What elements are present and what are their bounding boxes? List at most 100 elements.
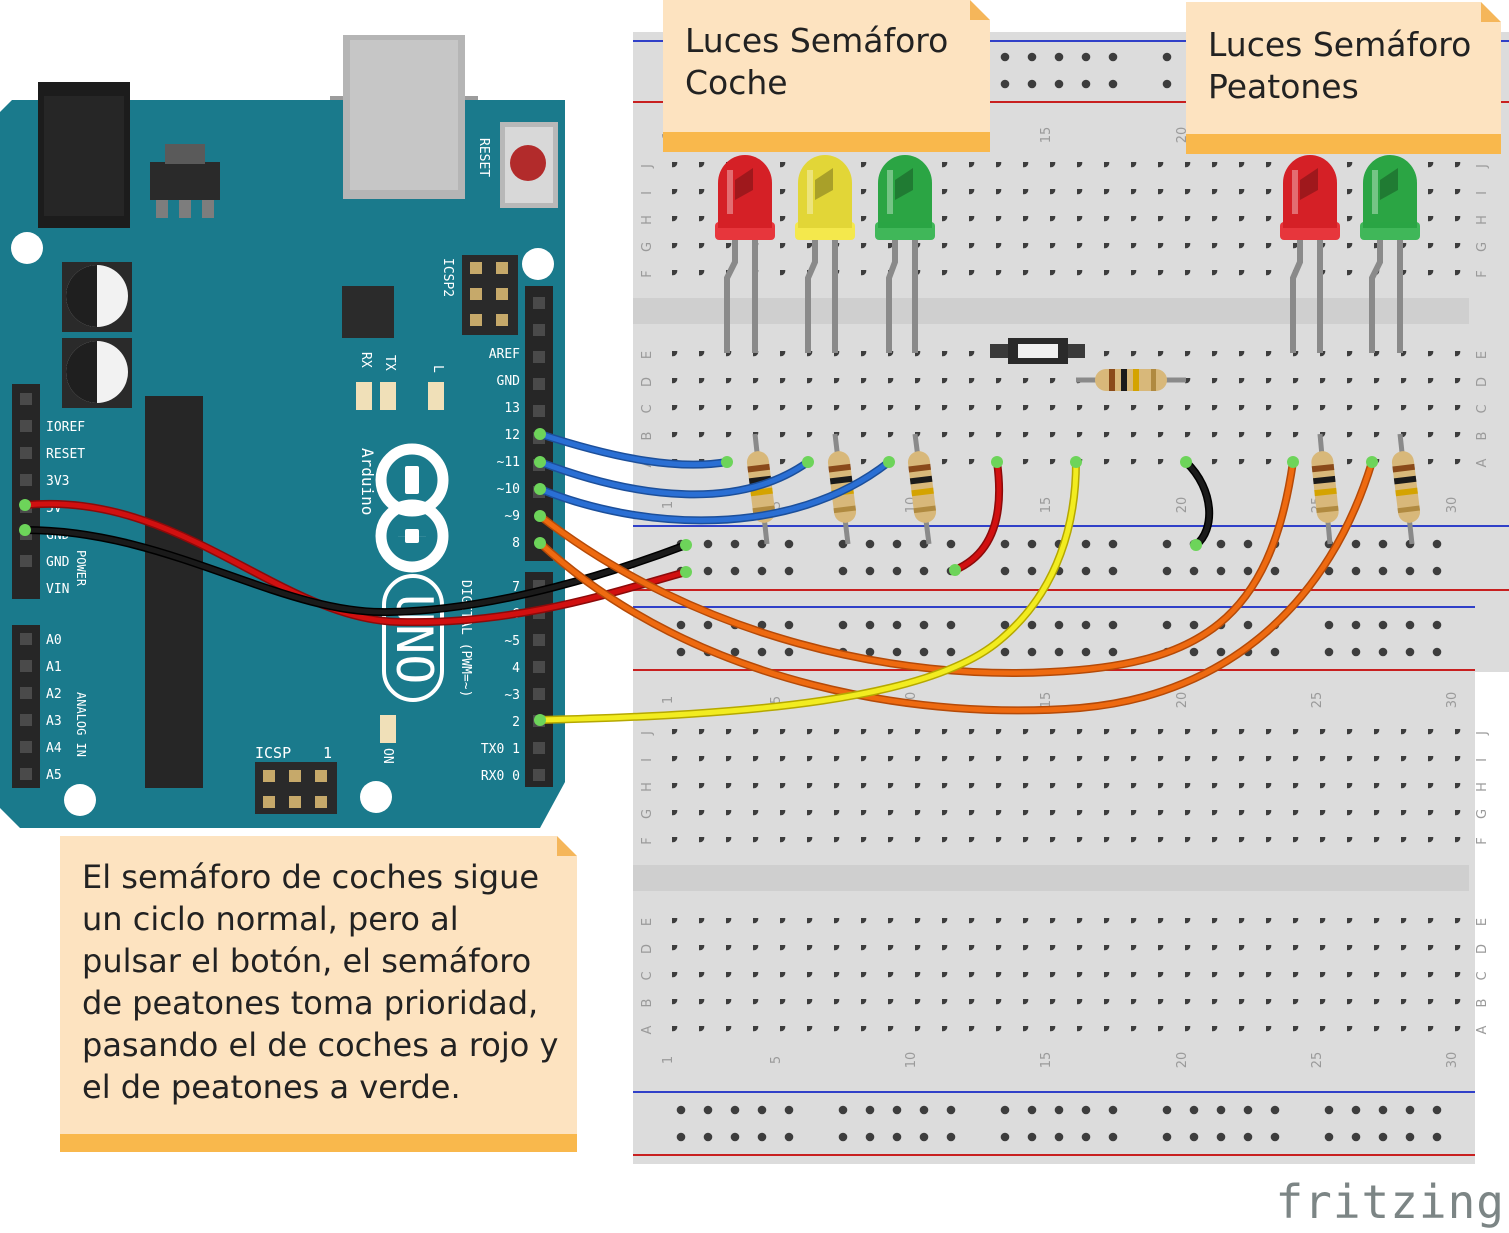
row-letter: H [1475,215,1490,225]
column-number: 1 [661,696,676,704]
row-letter: B [640,432,655,441]
note-pedestrian-lights: Luces Semáforo Peatones [1186,2,1501,154]
digital-pin-label: ~3 [504,688,520,703]
row-letter: G [640,242,655,252]
resistor-pedestrian-green [1391,451,1421,523]
row-letter: D [640,944,655,954]
column-number: 20 [1175,692,1190,709]
row-letter: D [1475,377,1490,387]
digital-pin-label: 2 [512,715,520,730]
row-letter: C [640,971,655,980]
digital-pin-label: 13 [504,401,520,416]
row-letter: G [1475,242,1490,252]
atmega-chip [145,396,203,788]
row-letter: A [1475,458,1490,467]
tx-label: TX [382,355,397,371]
row-letter: H [640,782,655,792]
power-label: POWER [74,550,88,587]
column-number: 5 [769,501,784,509]
digital-pin-label: ~10 [497,482,520,497]
column-number: 30 [1445,692,1460,709]
column-number: 30 [1445,497,1460,514]
column-number: 5 [769,696,784,704]
analog-pin-label: A4 [46,741,62,756]
led-legs [724,240,1403,353]
row-letter: D [640,377,655,387]
row-letter: J [1475,731,1490,736]
digital-pin-label: GND [497,374,521,389]
power-rails [676,52,1442,1142]
row-letter: H [640,215,655,225]
analog-pin-label: A2 [46,687,62,702]
column-number: 1 [661,501,676,509]
analog-pin-label: A0 [46,633,62,648]
column-number: 15 [1039,692,1054,709]
note-pedestrian-lights-text: Luces Semáforo Peatones [1208,25,1472,106]
icsp2-label: ICSP2 [440,258,455,297]
icsp-label: ICSP [255,744,291,762]
row-letter: F [640,837,655,844]
row-letter: E [640,351,655,359]
row-letter: I [1475,758,1490,762]
digital-pin-label: 12 [504,428,520,443]
rx-label: RX [358,352,373,368]
icsp-pin1-label: 1 [323,744,332,762]
analog-header [12,625,40,788]
column-number: 25 [1310,692,1325,709]
digital-pin-label: ~9 [504,509,520,524]
row-letter: G [640,809,655,819]
on-label: ON [380,748,395,764]
row-letter: D [1475,944,1490,954]
led-pedestrian-green [1360,155,1420,240]
row-letter: I [640,758,655,762]
resistor-car-green [907,451,937,523]
fritzing-logo: fritzing [1275,1175,1505,1229]
resistor-button-pulldown [1095,369,1167,391]
analog-pin-label: A5 [46,768,62,783]
column-number: 15 [1039,127,1054,144]
row-letter: E [640,918,655,926]
row-letter: J [640,731,655,736]
row-letter: J [1475,164,1490,169]
note-description-text: El semáforo de coches sigue un ciclo nor… [82,858,559,1106]
led-pedestrian-red [1280,155,1340,240]
row-letter: E [1475,918,1490,926]
column-number: 20 [1175,497,1190,514]
column-number: 10 [904,1052,919,1069]
row-letter: A [1475,1025,1490,1034]
led-car-yellow [795,155,855,240]
column-number: 25 [1310,1052,1325,1069]
row-letter: F [1475,837,1490,844]
digital-pin-label: 8 [512,536,520,551]
wires [21,430,1376,724]
row-letter: H [1475,782,1490,792]
row-letter: A [640,1025,655,1034]
row-letter: E [1475,351,1490,359]
push-button[interactable] [990,338,1085,364]
column-number: 20 [1175,1052,1190,1069]
led-car-red [715,155,775,240]
analog-pin-label: A3 [46,714,62,729]
analog-label: ANALOG IN [74,692,88,757]
power-pin-label: IOREF [46,420,85,435]
power-pin-label: RESET [46,447,85,462]
digital-pin-label: ~11 [497,455,520,470]
arduino-uno-board [0,35,565,828]
analog-pin-label: A1 [46,660,62,675]
note-car-lights: Luces Semáforo Coche [663,0,990,152]
column-number: 15 [1039,497,1054,514]
note-car-lights-text: Luces Semáforo Coche [685,21,949,102]
power-pin-label: 3V3 [46,474,69,489]
resistor-pedestrian-red [1311,451,1339,523]
row-letter: C [640,404,655,413]
column-number: 30 [1445,1052,1460,1069]
row-letter: B [1475,999,1490,1008]
l-led-label: L [430,365,445,373]
digital-pin-label: 4 [512,661,520,676]
digital-pin-label: ~5 [504,634,520,649]
row-letter: C [1475,971,1490,980]
note-description: El semáforo de coches sigue un ciclo nor… [60,836,577,1152]
power-pin-label: VIN [46,582,69,597]
row-letter: F [1475,270,1490,277]
